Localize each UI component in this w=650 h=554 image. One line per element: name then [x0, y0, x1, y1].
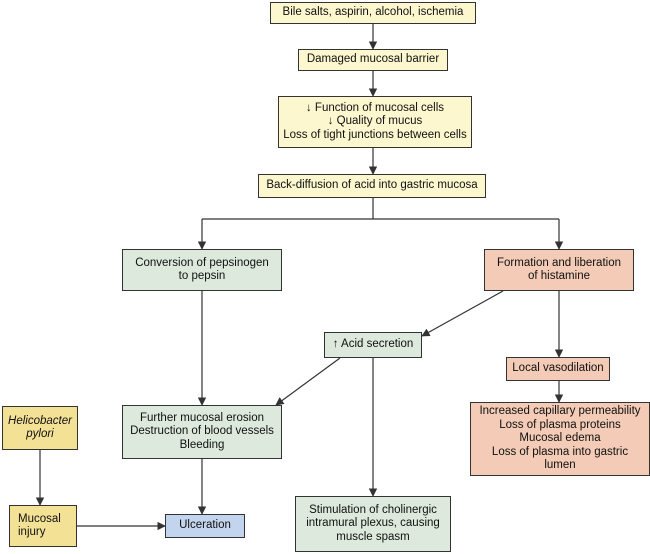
- node-pepsin-line-2: to pepsin: [178, 270, 226, 282]
- node-spasm-line-3: muscle spasm: [336, 530, 410, 543]
- node-spasm-line-2: intramural plexus, causing: [306, 517, 440, 530]
- node-back-diffusion: Back-diffusion of acid into gastric muco…: [258, 174, 486, 198]
- node-erosion-line-1: Further mucosal erosion: [139, 411, 264, 424]
- node-damaged-barrier: Damaged mucosal barrier: [298, 49, 448, 71]
- arrow-acid-to-erosion: [275, 357, 341, 406]
- node-acid-secretion-line-1: ↑ Acid secretion: [332, 338, 414, 351]
- node-mucosal-injury-line-1: Mucosal: [18, 512, 61, 525]
- node-back-diffusion-line-1: Back-diffusion of acid into gastric muco…: [266, 179, 478, 192]
- node-permeability-line-4: Loss of plasma into gastric lumen: [491, 445, 629, 472]
- node-histamine-line-2: of histamine: [527, 270, 590, 282]
- node-acid-secretion: ↑ Acid secretion: [324, 332, 422, 358]
- node-permeability-line-1: Increased capillary permeability: [479, 405, 641, 418]
- node-mucosal-changes-line-2: ↓ Quality of mucus: [327, 115, 423, 128]
- node-ulceration: Ulceration: [165, 514, 245, 538]
- node-vasodilation: Local vasodilation: [506, 357, 610, 381]
- node-mucosal-changes-line-1: ↓ Function of mucosal cells: [305, 101, 445, 114]
- node-causes-line-1: Bile salts, aspirin, alcohol, ischemia: [282, 6, 464, 19]
- node-permeability-line-3: Mucosal edema: [519, 432, 601, 445]
- node-causes: Bile salts, aspirin, alcohol, ischemia: [270, 2, 476, 24]
- node-h-pylori-line-2: pylori: [26, 428, 54, 440]
- node-vasodilation-line-1: Local vasodilation: [512, 362, 604, 375]
- node-pepsin-line-1: Conversion of pepsinogen: [135, 256, 269, 269]
- node-mucosal-changes: ↓ Function of mucosal cells↓ Quality of …: [278, 96, 472, 148]
- node-spasm-line-1: Stimulation of cholinergic: [309, 503, 437, 516]
- node-ulceration-line-1: Ulceration: [179, 519, 231, 532]
- node-h-pylori-line-1: Helicobacter: [8, 414, 72, 427]
- node-mucosal-injury-line-2: injury: [18, 526, 46, 538]
- node-mucosal-changes-line-3: Loss of tight junctions between cells: [283, 128, 467, 141]
- node-damaged-barrier-line-1: Damaged mucosal barrier: [306, 53, 440, 66]
- node-histamine-line-1: Formation and liberation: [496, 256, 621, 269]
- node-erosion-line-3: Bleeding: [179, 438, 225, 451]
- node-permeability-line-2: Loss of plasma proteins: [499, 418, 621, 431]
- node-erosion-line-2: Destruction of blood vessels: [130, 425, 274, 438]
- arrow-histamine-to-acid: [421, 290, 504, 337]
